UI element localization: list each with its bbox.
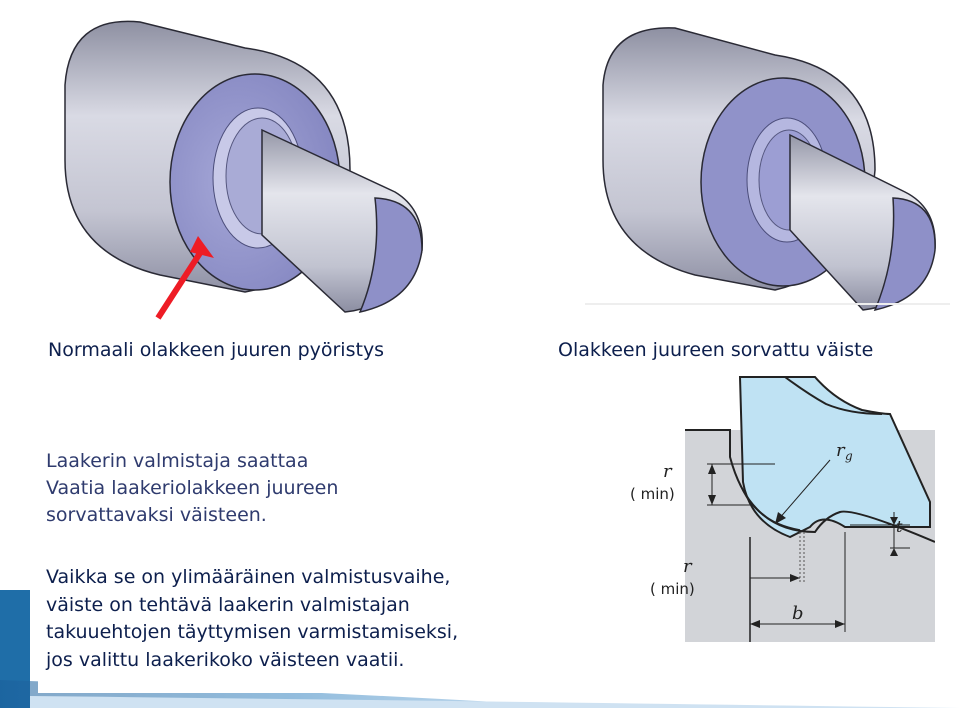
caption-fillet: Normaali olakkeen juuren pyöristys [48,339,385,361]
r-label-top: r [663,461,673,482]
paragraph-manufacturer-note: Laakerin valmistaja saattaa Vaatia laake… [46,448,338,529]
paragraph-line: Vaatia laakeriolakkeen juureen [46,477,339,499]
caption-undercut: Olakkeen juureen sorvattu väiste [558,339,874,361]
bearing-ring-section [738,376,931,539]
b-label: b [792,603,804,624]
shaft-end-face [873,197,936,312]
rg-subscript: g [845,449,853,463]
paragraph-line: Laakerin valmistaja saattaa [46,450,309,472]
paragraph-line: takuuehtojen täyttymisen varmistamiseksi… [46,621,459,643]
paragraph-line: Vaikka se on ylimääräinen valmistusvaihe… [46,566,451,588]
shaft-end-face [358,197,423,314]
r-label-bottom: r [683,556,693,577]
t-label: t [896,517,903,536]
red-arrow-head [190,236,214,258]
paragraph-undercut-necessity: Vaikka se on ylimääräinen valmistusvaihe… [46,564,458,674]
min-label-top: ( min) [630,485,675,503]
red-arrow [155,248,205,320]
paragraph-line: sorvattavaksi väisteen. [46,504,267,526]
shaft-render-undercut [585,27,950,312]
undercut-dimension-diagram: r ( min) r ( min) r g t b [630,376,935,642]
rg-label: r [836,440,846,461]
paragraph-line: jos valittu laakerikoko väisteen vaatii. [46,648,405,671]
paragraph-box [38,565,578,693]
shaft-render-fillet [64,20,424,320]
min-label-bottom: ( min) [650,580,695,598]
paragraph-line: väiste on tehtävä laakerin valmistajan [46,593,410,616]
